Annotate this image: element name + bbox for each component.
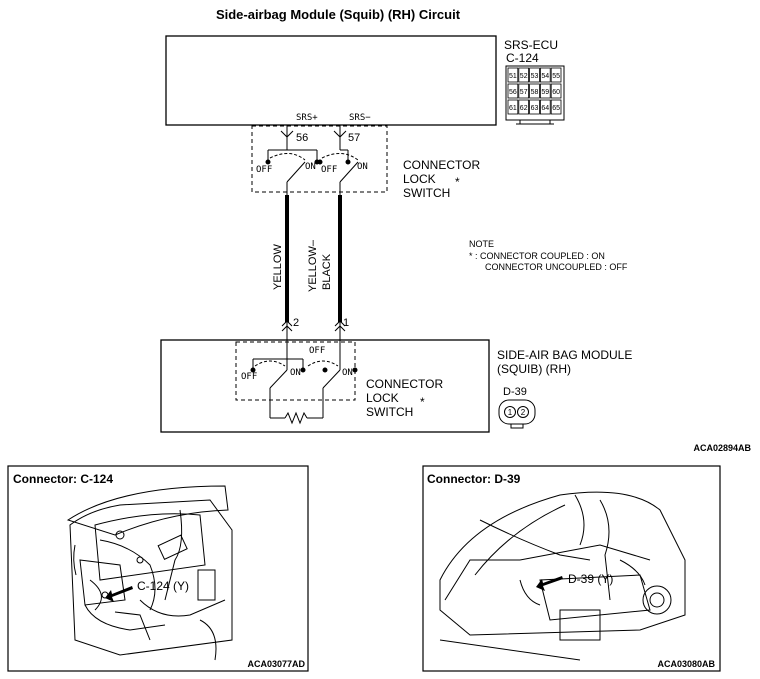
connector-d39-panel: D-39 (Y)	[422, 465, 721, 672]
c124-pin-number: 61	[509, 105, 517, 112]
lower-switch-state-3: ON	[290, 368, 301, 378]
upper-switch-state-2: ON	[305, 162, 316, 172]
d39-connector-face	[498, 399, 536, 429]
module-name-line-2: (SQUIB) (RH)	[497, 362, 571, 376]
c124-pin-number: 63	[531, 105, 539, 112]
c124-pin-number: 52	[520, 73, 528, 80]
c124-callout-arrow	[105, 586, 133, 602]
c124-pin-cell	[540, 83, 551, 99]
c124-pin-number: 57	[520, 89, 528, 96]
lower-switch-state-2: OFF	[309, 346, 325, 356]
upper-switch-label-3: SWITCH	[403, 186, 450, 200]
d39-pin-1: 1	[508, 408, 513, 417]
c124-pin-number: 58	[531, 89, 539, 96]
lower-switch-label-2: LOCK	[366, 391, 399, 405]
wire-yellow-black-label-2: BLACK	[321, 253, 333, 290]
c124-pin-number: 55	[552, 73, 560, 80]
c124-callout-label: C-124 (Y)	[137, 579, 189, 593]
diagram-code: ACA02894AB	[693, 443, 751, 453]
srs-ecu-connector-label: C-124	[506, 51, 539, 65]
c124-pin-number: 62	[520, 105, 528, 112]
c124-pin-cell	[529, 99, 540, 115]
c124-pin-number: 60	[552, 89, 560, 96]
c124-pin-cell	[540, 99, 551, 115]
pin-56-label: 56	[296, 132, 308, 144]
c124-pin-cell	[507, 67, 519, 83]
note-title: NOTE	[469, 239, 494, 249]
terminal-57-symbol	[333, 125, 347, 143]
note-line-1: * : CONNECTOR COUPLED : ON	[469, 251, 605, 261]
lower-switch-state-1: OFF	[241, 372, 257, 382]
lower-lock-switch	[250, 358, 358, 425]
c124-pin-cell	[529, 67, 540, 83]
pin-57-label: 57	[348, 132, 360, 144]
c124-pin-cell	[550, 67, 562, 83]
c124-pin-number: 54	[541, 73, 549, 80]
dashboard-illustration	[66, 485, 233, 661]
d39-connector-label: D-39	[503, 386, 527, 398]
wire-yellow-black-label-1: YELLOW–	[307, 239, 319, 292]
lower-switch-asterisk: *	[420, 395, 425, 409]
module-name-line-1: SIDE-AIR BAG MODULE	[497, 348, 632, 362]
lower-switch-state-4: ON	[342, 368, 353, 378]
c124-pin-cell	[518, 99, 529, 115]
vehicle-illustration	[439, 491, 686, 661]
d39-callout-arrow	[536, 576, 563, 591]
connector-c124-panel: C-124 (Y)	[7, 465, 309, 672]
c124-pin-cell	[518, 67, 529, 83]
upper-switch-state-4: ON	[357, 162, 368, 172]
upper-switch-state-1: OFF	[256, 165, 272, 175]
module-pin-1-label: 1	[343, 317, 349, 329]
c124-pin-number: 53	[531, 73, 539, 80]
upper-switch-dashed-box	[251, 125, 388, 193]
c124-pin-number: 59	[541, 89, 549, 96]
d39-panel-title: Connector: D-39	[427, 472, 521, 486]
c124-pin-cell	[518, 83, 529, 99]
c124-panel-title: Connector: C-124	[13, 472, 113, 486]
upper-switch-label-2: LOCK	[403, 172, 436, 186]
d39-panel-code: ACA03080AB	[657, 659, 715, 669]
c124-pin-number: 51	[509, 73, 517, 80]
lower-switch-label-3: SWITCH	[366, 405, 413, 419]
c124-panel-code: ACA03077AD	[247, 659, 305, 669]
upper-lock-switch	[265, 143, 359, 195]
wire-yellow-label: YELLOW	[272, 244, 284, 290]
srs-minus-label: SRS−	[349, 113, 371, 123]
c124-pin-number: 56	[509, 89, 517, 96]
upper-switch-label-1: CONNECTOR	[403, 158, 480, 172]
upper-switch-asterisk: *	[455, 175, 460, 189]
srs-ecu-box	[165, 35, 497, 126]
note-line-2: CONNECTOR UNCOUPLED : OFF	[485, 262, 628, 272]
c124-pin-number: 64	[541, 105, 549, 112]
c124-pin-number: 65	[552, 105, 560, 112]
terminal-56-symbol	[280, 125, 294, 143]
c124-pin-cell	[540, 67, 551, 83]
module-terminal-2-symbol	[281, 320, 293, 360]
srs-ecu-label: SRS-ECU	[504, 38, 558, 52]
module-terminal-1-symbol	[334, 320, 346, 360]
module-pin-2-label: 2	[293, 317, 299, 329]
c124-pin-cell	[507, 99, 519, 115]
c124-pin-cell	[550, 99, 562, 115]
diagram-title: Side-airbag Module (Squib) (RH) Circuit	[216, 7, 461, 22]
d39-callout-label: D-39 (Y)	[568, 572, 613, 586]
c124-pin-cell	[507, 83, 519, 99]
upper-switch-state-3: OFF	[321, 165, 337, 175]
c124-pin-cell	[529, 83, 540, 99]
c124-pin-cell	[550, 83, 562, 99]
lower-switch-label-1: CONNECTOR	[366, 377, 443, 391]
side-airbag-module-box	[160, 339, 490, 433]
srs-plus-label: SRS+	[296, 113, 318, 123]
d39-pin-2: 2	[521, 408, 526, 417]
